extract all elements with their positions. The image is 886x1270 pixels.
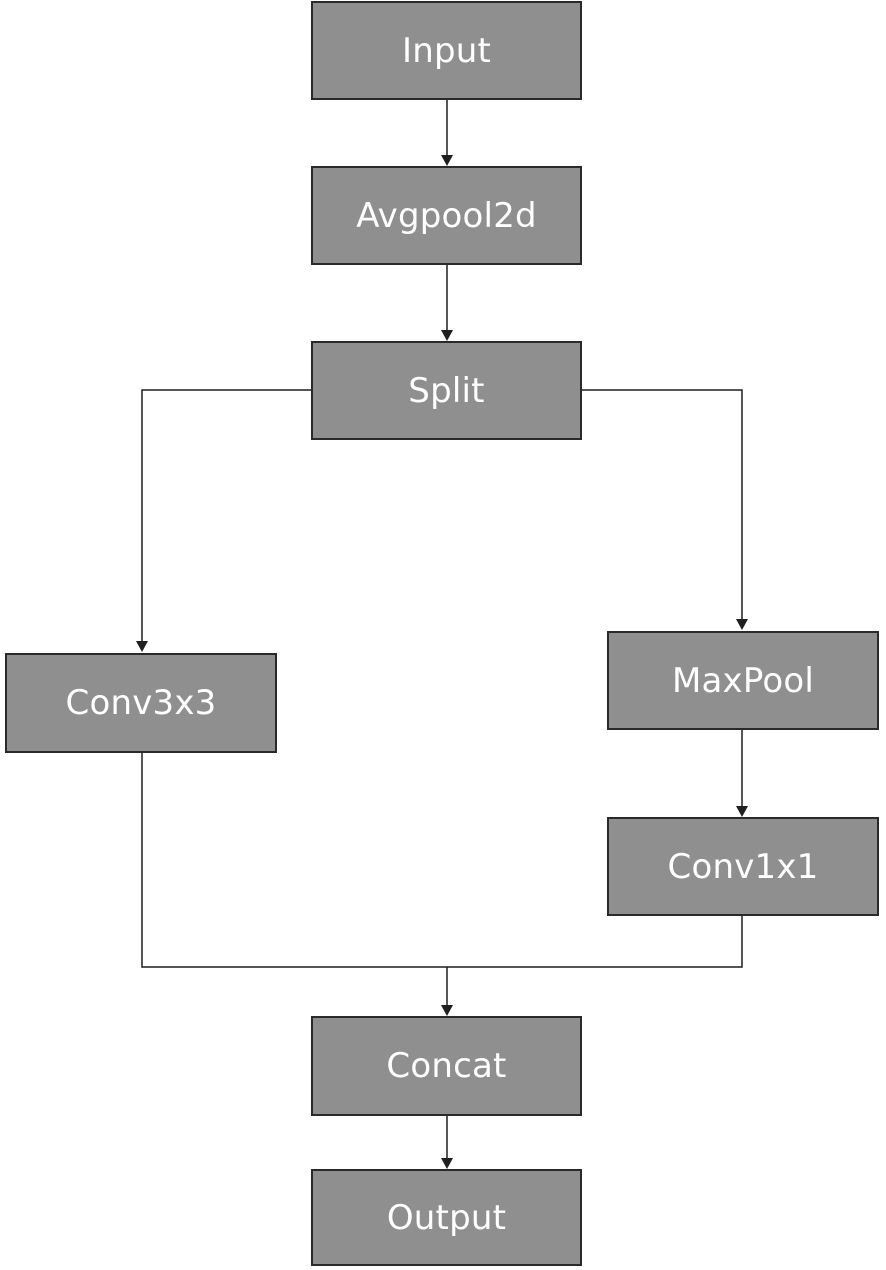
node-split: Split bbox=[311, 341, 582, 440]
edge-avgpool2d-to-split bbox=[441, 264, 453, 341]
node-split-label: Split bbox=[408, 370, 485, 411]
edge-input-to-avgpool2d bbox=[441, 99, 453, 166]
node-maxpool-label: MaxPool bbox=[671, 660, 815, 701]
node-input-label: Input bbox=[401, 30, 492, 71]
node-input: Input bbox=[311, 1, 582, 100]
node-concat-label: Concat bbox=[386, 1046, 507, 1086]
node-output-label: Output bbox=[386, 1197, 507, 1238]
node-conv1x1-label: Conv1x1 bbox=[667, 846, 819, 887]
edge-merge-to-concat bbox=[441, 967, 453, 1016]
node-conv3x3: Conv3x3 bbox=[5, 653, 277, 753]
edge-concat-to-output bbox=[441, 1115, 453, 1169]
node-conv3x3-label: Conv3x3 bbox=[65, 683, 217, 723]
node-output: Output bbox=[311, 1169, 582, 1266]
edge-conv1x1-to-concat bbox=[447, 915, 743, 968]
edge-split-to-conv3x3 bbox=[136, 389, 311, 652]
edge-split-to-maxpool bbox=[581, 389, 748, 630]
node-maxpool: MaxPool bbox=[607, 631, 879, 730]
node-concat: Concat bbox=[311, 1016, 582, 1116]
edge-maxpool-to-conv1x1 bbox=[736, 729, 748, 817]
node-conv1x1: Conv1x1 bbox=[607, 817, 879, 916]
node-avgpool2d: Avgpool2d bbox=[311, 166, 582, 265]
edge-conv3x3-to-concat bbox=[141, 752, 447, 968]
node-avgpool2d-label: Avgpool2d bbox=[356, 195, 537, 236]
